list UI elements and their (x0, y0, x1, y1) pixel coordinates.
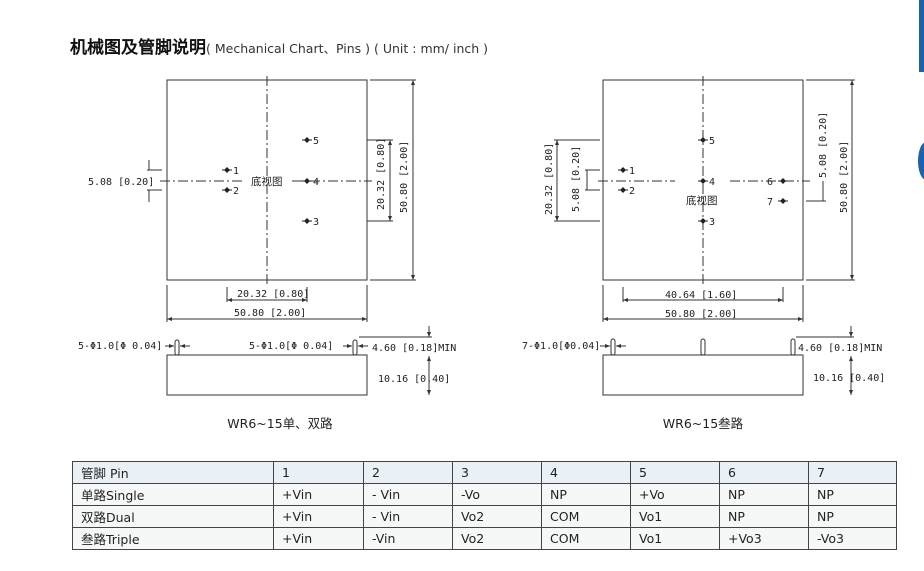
pin-label: 3 (709, 217, 715, 228)
pin-marker (301, 177, 313, 185)
dim-width: 50.80 [2.00] (665, 309, 737, 320)
bottom-view-label: 底视图 (251, 175, 283, 188)
table-cell: -Vin (363, 527, 453, 550)
table-cell: Vo2 (452, 505, 542, 528)
pin-marker (697, 177, 709, 185)
table-cell: +Vo (630, 483, 720, 506)
table-cell: -Vo3 (808, 527, 897, 550)
pin-marker (301, 217, 313, 225)
header-cell: 5 (630, 461, 720, 484)
table-cell: - Vin (363, 483, 453, 506)
section-title-en: ( Mechanical Chart、Pins ) ( Unit : mm/ i… (206, 41, 489, 56)
pin-marker (697, 136, 709, 144)
pin-label: 6 (767, 177, 773, 188)
pin-label: 1 (629, 166, 635, 177)
table-cell: COM (541, 505, 631, 528)
pin-label: 4 (313, 177, 319, 188)
pin-label: 4 (709, 177, 715, 188)
header-cell: 1 (273, 461, 364, 484)
bottom-view-single-dual: 1 2 3 4 5 底视图 5.08 [0.20] 20.32 [0.80] 5… (78, 76, 456, 431)
bottom-view-label: 底视图 (686, 194, 718, 207)
table-cell: +Vin (273, 483, 364, 506)
table-cell: +Vo3 (719, 527, 809, 550)
side-view-outline (166, 354, 368, 396)
header-cell: 6 (719, 461, 809, 484)
table-row: 叁路Triple +Vin -Vin Vo2 COM Vo1 +Vo3 -Vo3 (72, 527, 897, 550)
table-cell: NP (719, 505, 809, 528)
row-label: 双路Dual (72, 505, 274, 528)
accent-circle (918, 142, 924, 180)
table-cell: Vo2 (452, 527, 542, 550)
pin-label: 2 (233, 186, 239, 197)
table-cell: Vo1 (630, 527, 720, 550)
table-cell: +Vin (273, 505, 364, 528)
pin-length-label: 4.60 [0.18]MIN (372, 343, 456, 354)
header-cell: 7 (808, 461, 897, 484)
drawing-caption: WR6~15叁路 (663, 416, 744, 431)
pin-diameter-label: 5-Φ1.0[Φ 0.04] (78, 341, 162, 352)
body-height-label: 10.16 [0.40] (378, 374, 450, 385)
dim-pin-span-h: 40.64 [1.60] (665, 290, 737, 301)
pin-label: 1 (233, 166, 239, 177)
header-cell: 4 (541, 461, 631, 484)
pin-label: 7 (767, 197, 773, 208)
section-title: 机械图及管脚说明( Mechanical Chart、Pins ) ( Unit… (70, 33, 488, 58)
pin-marker (777, 177, 789, 185)
table-cell: Vo1 (630, 505, 720, 528)
table-row: 双路Dual +Vin - Vin Vo2 COM Vo1 NP NP (72, 505, 897, 528)
header-cell: 3 (452, 461, 542, 484)
dim-pin-pitch: 5.08 [0.20] (88, 177, 154, 188)
side-view-outline (602, 354, 804, 396)
table-cell: - Vin (363, 505, 453, 528)
pin-marker (697, 217, 709, 225)
table-cell: NP (541, 483, 631, 506)
dim-pin-span-v: 20.32 [0.80] (544, 143, 555, 215)
row-label: 单路Single (72, 483, 274, 506)
pin-length-label: 4.60 [0.18]MIN (798, 343, 882, 354)
table-cell: NP (808, 505, 897, 528)
pin-label: 5 (709, 136, 715, 147)
pin-marker (301, 136, 313, 144)
dim-height: 50.80 [2.00] (839, 141, 850, 213)
dim-width: 50.80 [2.00] (234, 308, 306, 319)
table-row: 单路Single +Vin - Vin -Vo NP +Vo NP NP (72, 483, 897, 506)
body-height-label: 10.16 [0.40] (813, 373, 885, 384)
header-cell: 管脚 Pin (72, 461, 274, 484)
pin-marker (617, 166, 629, 174)
pin-diameter-label: 7-Φ1.0[Φ0.04] (522, 341, 600, 352)
pin-label: 5 (313, 136, 319, 147)
pin-label: 3 (313, 217, 319, 228)
accent-bar (919, 0, 924, 72)
pin-marker (617, 186, 629, 194)
pin-table: 管脚 Pin 1 2 3 4 5 6 7 单路Single +Vin - Vin… (72, 461, 897, 550)
pin-marker (221, 166, 233, 174)
dim-height: 50.80 [2.00] (399, 141, 410, 213)
dim-pin-pitch: 5.08 [0.20] (818, 112, 829, 178)
pin-marker (221, 186, 233, 194)
table-cell: COM (541, 527, 631, 550)
dim-pin-span-h: 20.32 [0.80] (237, 289, 309, 300)
drawing-caption: WR6~15单、双路 (227, 416, 333, 431)
pin-marker (777, 197, 789, 205)
dim-pin-pitch: 5.08 [0.20] (571, 146, 582, 212)
section-title-cn: 机械图及管脚说明 (70, 38, 206, 58)
bottom-view-triple: 1 2 3 4 5 6 7 底视图 20.32 [0.80] 5.08 [0.2… (522, 76, 885, 431)
mechanical-drawings: 1 2 3 4 5 底视图 5.08 [0.20] 20.32 [0.80] 5… (78, 76, 885, 431)
table-cell: +Vin (273, 527, 364, 550)
pin-diameter-label: 5-Φ1.0[Φ 0.04] (249, 341, 333, 352)
table-cell: NP (808, 483, 897, 506)
dim-pin-span-v: 20.32 [0.80] (376, 138, 387, 210)
pin-label: 2 (629, 186, 635, 197)
table-header-row: 管脚 Pin 1 2 3 4 5 6 7 (72, 461, 897, 484)
table-cell: NP (719, 483, 809, 506)
row-label: 叁路Triple (72, 527, 274, 550)
header-cell: 2 (363, 461, 453, 484)
table-cell: -Vo (452, 483, 542, 506)
